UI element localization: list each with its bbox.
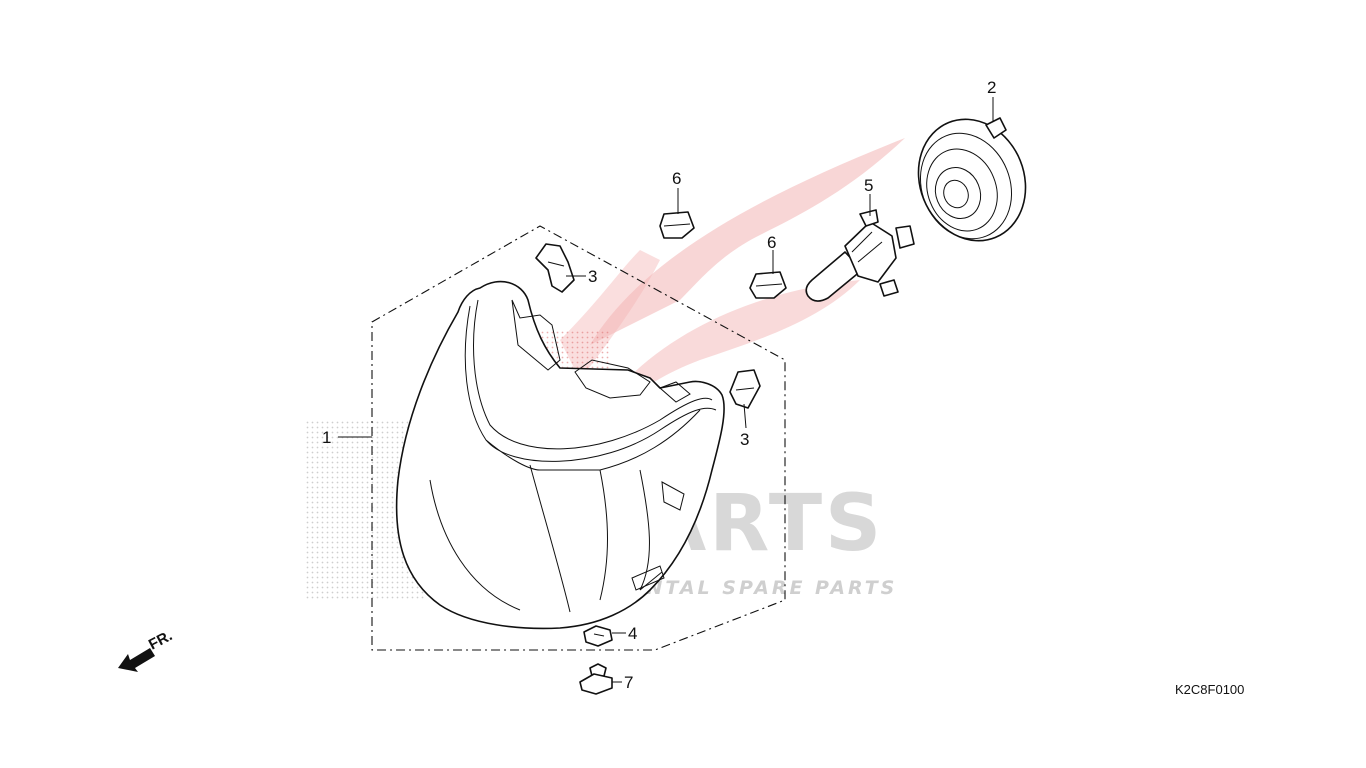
cap-lower[interactable] (749, 271, 787, 299)
front-direction-indicator: FR. (118, 627, 175, 672)
callout-5[interactable]: 5 (864, 176, 873, 195)
callout-1[interactable]: 1 (322, 428, 331, 447)
cap-upper[interactable] (659, 211, 695, 239)
callout-4[interactable]: 4 (628, 624, 637, 643)
callout-3-lower[interactable]: 3 (740, 430, 749, 449)
front-arrow-icon (118, 648, 155, 672)
assembly-outline (371, 225, 786, 651)
leader-lines (338, 97, 994, 683)
clip-upper[interactable] (535, 243, 575, 293)
callout-6-upper[interactable]: 6 (672, 169, 681, 188)
bulb[interactable] (805, 209, 915, 302)
diagram-code: K2C8F0100 (1175, 682, 1244, 697)
callout-2[interactable]: 2 (987, 78, 996, 97)
callout-6-lower[interactable]: 6 (767, 233, 776, 252)
dust-cover[interactable] (901, 103, 1044, 257)
headlight-assembly[interactable] (395, 280, 725, 630)
callout-3-upper[interactable]: 3 (588, 267, 597, 286)
callout-7[interactable]: 7 (624, 673, 633, 692)
clip-lower[interactable] (729, 369, 761, 409)
screw[interactable] (579, 663, 613, 695)
nut[interactable] (583, 625, 613, 647)
callout-labels: 1 2 3 3 4 5 6 6 7 (322, 78, 996, 692)
